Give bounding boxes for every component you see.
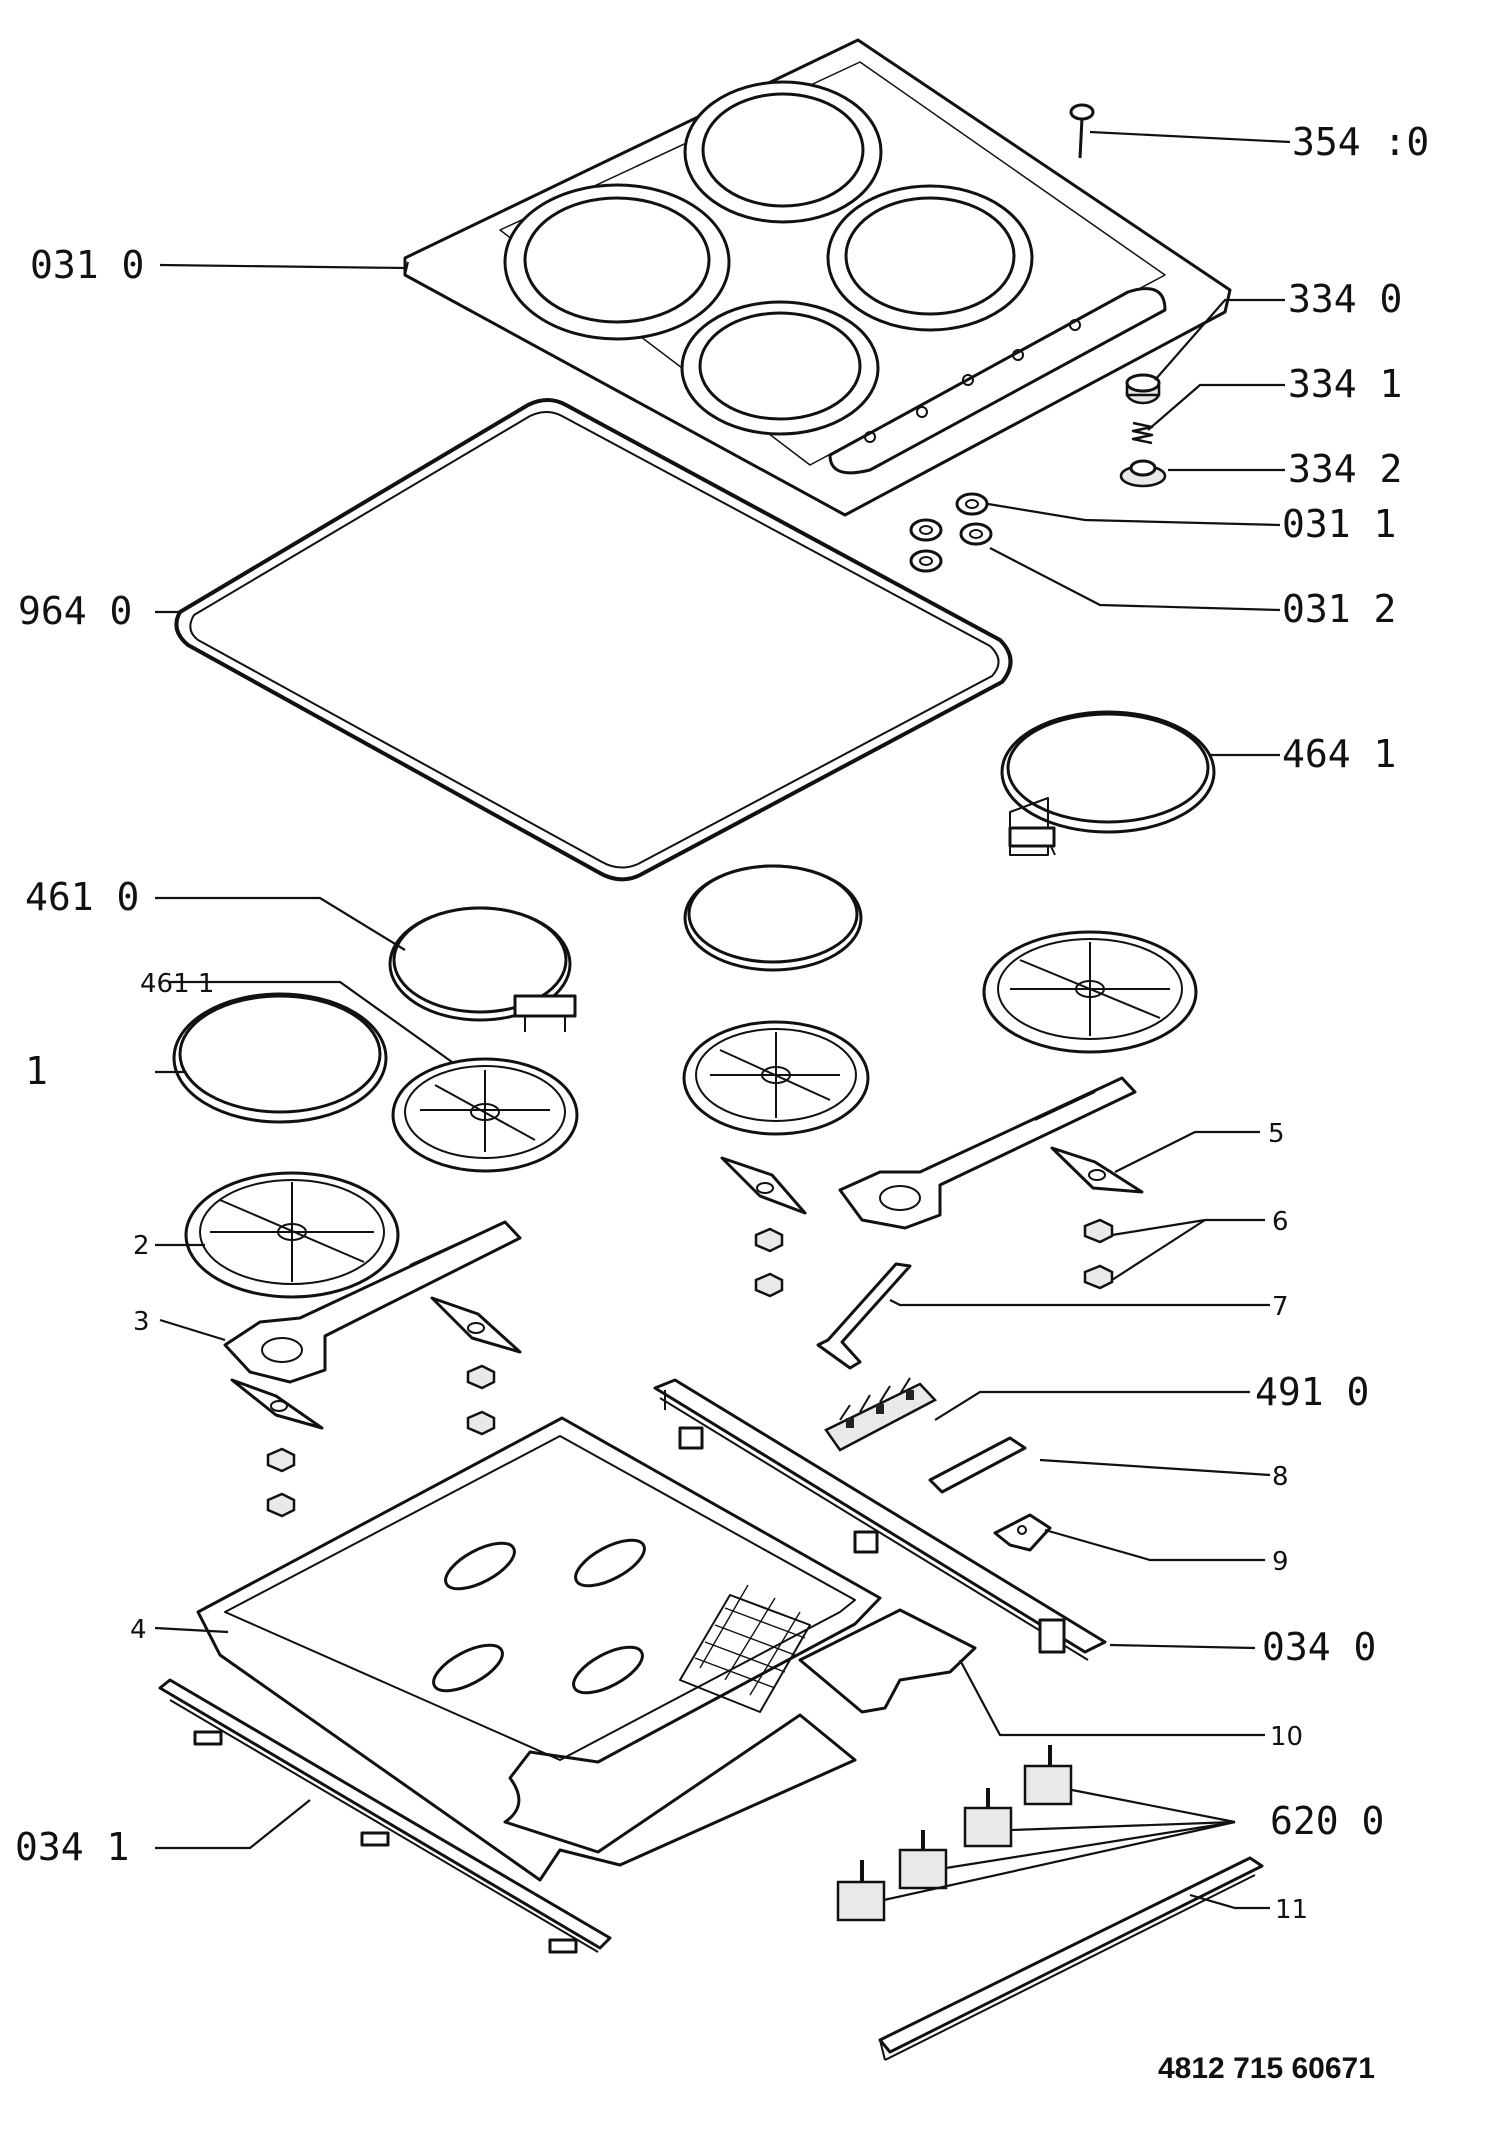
callout-7: 7 [1272, 1292, 1289, 1322]
front-frame-rail [158, 1678, 612, 1954]
callout-9: 9 [1272, 1547, 1289, 1577]
clip-icon [993, 1513, 1052, 1552]
support-ring [184, 1171, 400, 1299]
knob-icon [1125, 373, 1161, 405]
bush-icon [1119, 459, 1167, 488]
callout-464-1: 464 1 [1282, 732, 1396, 776]
switch-icon [836, 1860, 886, 1922]
callout-354-0: 354 :0 [1292, 120, 1429, 164]
hob-top-plate [403, 38, 1232, 517]
mounting-bracket [816, 1262, 912, 1370]
callout-4: 4 [130, 1615, 147, 1645]
spring-icon [1131, 421, 1154, 445]
callout-labels: 354 :0 031 0 334 0 334 1 334 2 031 1 031… [15, 120, 1429, 1925]
callout-3: 3 [133, 1307, 150, 1337]
washer-icon [909, 492, 993, 573]
switch-icon [898, 1830, 948, 1890]
wiring-label-grid [679, 1584, 811, 1713]
callout-6: 6 [1272, 1207, 1289, 1237]
screw-icon [1069, 103, 1095, 159]
base-plate [196, 1416, 977, 1882]
callout-2: 2 [133, 1231, 150, 1261]
callout-031-0: 031 0 [30, 243, 144, 287]
leader-lines [154, 130, 1291, 1910]
terminal-block-icon [824, 1377, 938, 1452]
trim-strip [878, 1856, 1264, 2061]
mounting-bracket [838, 1076, 1137, 1230]
seal-gasket [174, 398, 1013, 882]
callout-334-1: 334 1 [1288, 362, 1402, 406]
callout-461-0: 461 0 [25, 875, 139, 919]
support-ring [982, 930, 1198, 1054]
rear-frame-rail [653, 1378, 1107, 1661]
callout-5: 5 [1268, 1119, 1285, 1149]
callout-491-0: 491 0 [1255, 1370, 1369, 1414]
switch-icon [1023, 1745, 1073, 1806]
callout-8: 8 [1272, 1462, 1289, 1492]
callout-034-0: 034 0 [1262, 1625, 1376, 1669]
callout-620-0: 620 0 [1270, 1799, 1384, 1843]
support-ring [682, 1020, 870, 1136]
clamp-plate [1050, 1146, 1144, 1194]
nut-icon [266, 1218, 1114, 1518]
mounting-cutout [798, 1608, 977, 1714]
callout-034-1: 034 1 [15, 1825, 129, 1869]
callout-964-0: 964 0 [18, 589, 132, 633]
document-number: 4812 715 60671 [1158, 2052, 1375, 2085]
control-symbol-icon [864, 319, 1081, 443]
mounting-bracket [223, 1220, 522, 1384]
callout-031-2: 031 2 [1282, 587, 1396, 631]
hotplate [1000, 710, 1216, 856]
hotplate [683, 864, 863, 972]
switch-icon [963, 1788, 1013, 1848]
hotplate [172, 992, 388, 1124]
hotplate [388, 906, 577, 1032]
clamp-plate [720, 1156, 807, 1215]
callout-1: 461 1 [140, 969, 214, 999]
clamp-plate [430, 1296, 522, 1354]
callout-10: 10 [1270, 1722, 1303, 1752]
callout-461-1: 1 [25, 1049, 48, 1093]
callout-334-2: 334 2 [1288, 447, 1402, 491]
support-ring [391, 1057, 579, 1173]
callout-031-1: 031 1 [1282, 502, 1396, 546]
clamp-plate [230, 1378, 324, 1430]
callout-11: 11 [1275, 1895, 1308, 1925]
terminal-cover [928, 1436, 1027, 1494]
callout-334-0: 334 0 [1288, 277, 1402, 321]
